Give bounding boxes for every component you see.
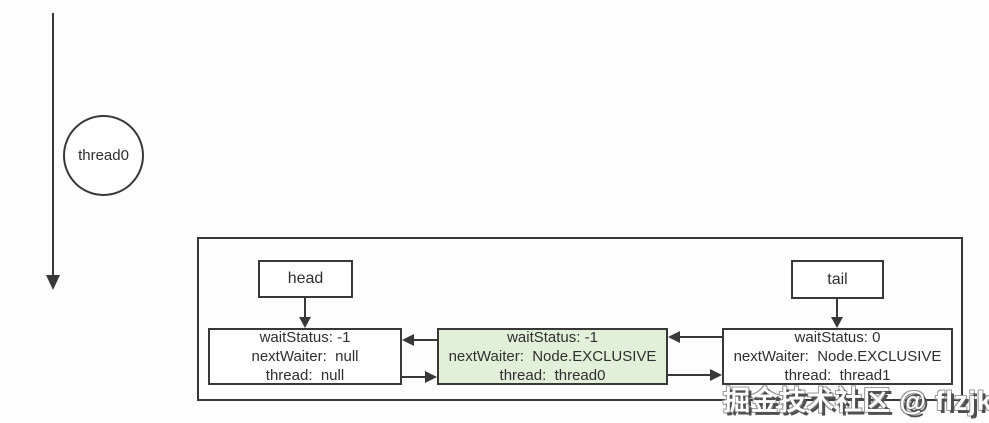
head-arrowhead-icon: [299, 317, 311, 328]
tail-arrow-line: [836, 299, 838, 317]
next-arrow-line-node2-node3: [668, 374, 710, 376]
node-next-waiter: nextWaiter: null: [251, 348, 359, 365]
node-next-waiter: nextWaiter: Node.EXCLUSIVE: [448, 348, 657, 365]
node-wait-status: waitStatus: 0: [794, 329, 881, 346]
prev-arrowhead-node1-icon: [402, 334, 414, 346]
prev-arrow-line-node2-node1: [414, 339, 437, 341]
thread0-timeline-line: [52, 13, 54, 275]
queue-node-head: waitStatus: -1 nextWaiter: null thread: …: [208, 328, 402, 385]
tail-pointer-box: tail: [791, 260, 884, 299]
next-arrowhead-node2-icon: [425, 371, 437, 383]
queue-node-thread1: waitStatus: 0 nextWaiter: Node.EXCLUSIVE…: [722, 328, 953, 385]
next-arrow-line-node1-node2: [402, 376, 425, 378]
prev-arrow-line-node3-node2: [680, 336, 722, 338]
thread0-timeline-arrowhead-icon: [46, 275, 60, 290]
node-next-waiter: nextWaiter: Node.EXCLUSIVE: [733, 348, 942, 365]
node-thread: thread: thread1: [784, 367, 891, 384]
head-arrow-line: [304, 298, 306, 317]
tail-pointer-label: tail: [827, 270, 848, 288]
head-pointer-box: head: [258, 260, 353, 298]
queue-container: [197, 237, 963, 401]
thread0-label: thread0: [78, 147, 129, 164]
watermark: 掘金技术社区 @ flzjkl: [723, 386, 989, 416]
tail-arrowhead-icon: [831, 317, 843, 328]
next-arrowhead-node3-icon: [710, 369, 722, 381]
node-wait-status: waitStatus: -1: [507, 329, 598, 346]
node-thread: thread: null: [265, 367, 345, 384]
node-wait-status: waitStatus: -1: [259, 329, 351, 346]
prev-arrowhead-node2-icon: [668, 331, 680, 343]
node-thread: thread: thread0: [499, 367, 606, 384]
queue-node-thread0: waitStatus: -1 nextWaiter: Node.EXCLUSIV…: [437, 328, 668, 385]
head-pointer-label: head: [287, 270, 324, 287]
thread0-circle: thread0: [63, 115, 144, 196]
